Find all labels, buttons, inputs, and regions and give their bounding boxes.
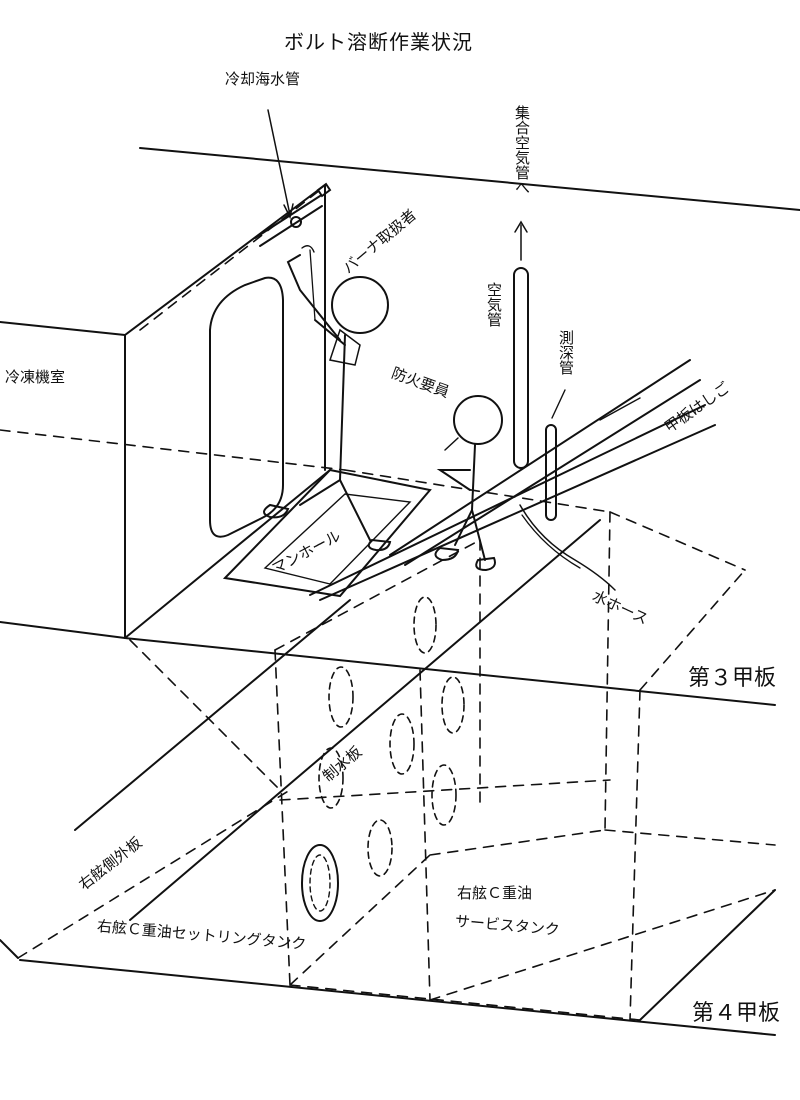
bulkhead-door [210, 278, 283, 537]
left-corner-mark [0, 940, 18, 958]
settling-tank-manhole [302, 845, 338, 921]
burner-operator-head [332, 277, 388, 333]
fire-watch-head [454, 396, 502, 444]
refrigerator-room-label: 冷凍機室 [5, 366, 65, 387]
air-pipe-label: 空気管 [484, 282, 505, 327]
air-pipe [514, 268, 528, 468]
third-deck-label: 第３甲板 [688, 660, 776, 692]
starboard-shell-line [75, 600, 350, 830]
upper-ceiling-line [140, 148, 800, 210]
hidden-lines [0, 190, 775, 1020]
page-title: ボルト溶断作業状況 [284, 26, 473, 55]
fourth-deck-label: 第４甲板 [692, 995, 780, 1027]
bulkhead-top-diagonal [125, 185, 325, 335]
service-tank-label-line1: 右舷Ｃ重油 [457, 882, 532, 903]
refrigerator-room-floor [0, 622, 125, 638]
collecting-air-pipe-label: 集合空気管へ [512, 105, 533, 195]
refrigerator-room-top [0, 322, 125, 335]
baffle-holes [319, 597, 464, 876]
sounding-pipe-label: 測深管 [556, 330, 577, 375]
fourth-deck-line [20, 960, 775, 1035]
cooling-seawater-pipe-label: 冷却海水管 [225, 68, 300, 89]
